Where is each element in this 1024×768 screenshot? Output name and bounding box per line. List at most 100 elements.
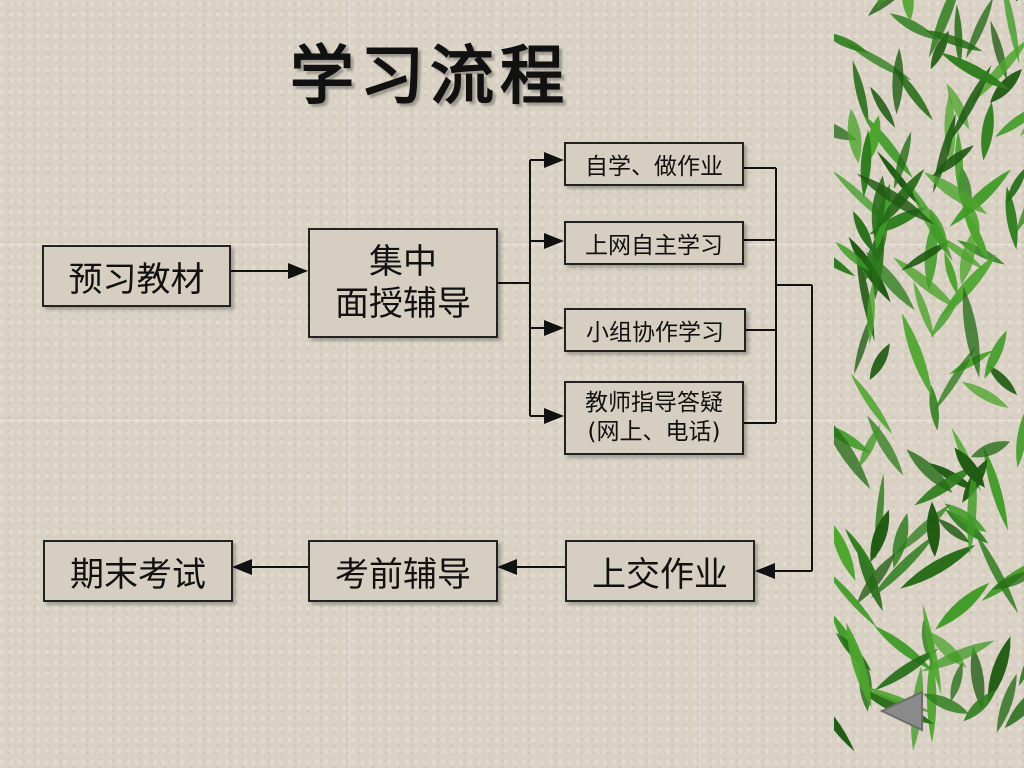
bamboo-leaf xyxy=(967,464,977,555)
bamboo-leaf xyxy=(995,103,1024,137)
bamboo-leaf xyxy=(987,636,1011,703)
bamboo-leaf xyxy=(965,0,994,59)
node-teacher: 教师指导答疑 (网上、电话) xyxy=(564,381,744,455)
bamboo-leaf xyxy=(867,0,920,17)
bamboo-leaf xyxy=(856,553,896,604)
bamboo-leaf xyxy=(981,102,994,161)
node-preview-label: 预习教材 xyxy=(68,259,205,300)
node-preview: 预习教材 xyxy=(42,245,231,307)
node-submit-homework-label: 上交作业 xyxy=(592,554,728,595)
bamboo-leaf xyxy=(984,330,1007,379)
bamboo-leaf xyxy=(975,532,1019,614)
bamboo-leaf xyxy=(954,131,963,196)
bamboo-leaf xyxy=(944,252,958,296)
bamboo-leaf xyxy=(867,282,875,344)
bamboo-leaf xyxy=(913,281,934,339)
node-final-exam-label: 期末考试 xyxy=(70,554,206,595)
node-tutoring: 集中 面授辅导 xyxy=(308,228,498,338)
bamboo-leaf xyxy=(834,237,856,277)
bamboo-leaf xyxy=(970,441,1011,458)
bamboo-decoration xyxy=(834,0,1024,752)
node-pre-exam-label: 考前辅导 xyxy=(335,554,471,595)
bamboo-leaf xyxy=(874,648,939,691)
bamboo-leaf xyxy=(963,690,996,722)
bamboo-leaf xyxy=(834,569,877,628)
bamboo-leaf xyxy=(1004,682,1024,728)
bamboo-leaf xyxy=(858,425,881,468)
bamboo-leaf xyxy=(944,503,987,533)
bamboo-leaf xyxy=(991,570,1024,590)
bamboo-leaf xyxy=(901,0,914,22)
bamboo-leaf xyxy=(938,236,984,270)
bamboo-leaf xyxy=(889,13,938,40)
node-group-study: 小组协作学习 xyxy=(564,308,746,352)
node-tutoring-line2: 面授辅导 xyxy=(335,284,471,324)
bamboo-leaf xyxy=(921,640,995,672)
bamboo-leaf xyxy=(949,169,1012,227)
bamboo-leaf xyxy=(929,384,939,431)
bamboo-leaf xyxy=(932,145,975,177)
bamboo-leaf xyxy=(924,30,983,52)
bamboo-leaf xyxy=(870,86,896,128)
bamboo-leaf xyxy=(856,544,883,612)
bamboo-leaf xyxy=(834,422,871,453)
bamboo-leaf xyxy=(961,381,1009,408)
bamboo-leaf xyxy=(935,582,990,630)
bamboo-leaf xyxy=(892,257,957,309)
bamboo-leaf xyxy=(835,241,870,271)
bamboo-leaf xyxy=(1016,410,1024,468)
node-group-study-label: 小组协作学习 xyxy=(586,320,724,346)
bamboo-leaf xyxy=(937,518,970,544)
bamboo-leaf xyxy=(844,528,878,578)
bamboo-leaf xyxy=(970,646,985,711)
bamboo-leaf xyxy=(834,410,871,490)
bamboo-leaf xyxy=(926,501,940,557)
bamboo-leaf xyxy=(856,173,934,225)
node-online-study-label: 上网自主学习 xyxy=(585,233,723,259)
bamboo-leaf xyxy=(847,108,862,164)
bamboo-leaf xyxy=(892,48,904,115)
bamboo-leaf xyxy=(846,623,872,708)
bamboo-leaf xyxy=(900,544,976,589)
bamboo-leaf xyxy=(850,373,893,435)
bamboo-leaf xyxy=(900,240,951,271)
bamboo-leaf xyxy=(954,447,985,488)
bamboo-leaf xyxy=(971,37,1024,103)
bamboo-leaf xyxy=(834,691,855,752)
bamboo-leaf xyxy=(934,346,976,412)
bamboo-leaf xyxy=(923,172,988,215)
node-teacher-line1: 教师指导答疑 xyxy=(585,390,723,417)
bamboo-leaf xyxy=(987,365,1018,396)
bamboo-leaf xyxy=(940,52,1010,90)
back-arrow-icon[interactable] xyxy=(880,690,924,732)
bamboo-leaf xyxy=(954,4,963,67)
node-tutoring-line1: 集中 xyxy=(369,241,437,282)
slide-title: 学习流程 xyxy=(290,40,570,114)
bamboo-leaf xyxy=(1002,0,1020,64)
node-online-study: 上网自主学习 xyxy=(564,221,744,265)
node-pre-exam: 考前辅导 xyxy=(308,540,498,602)
bamboo-leaf xyxy=(852,60,869,126)
node-submit-homework: 上交作业 xyxy=(565,540,755,602)
bamboo-leaf xyxy=(870,509,890,562)
bamboo-leaf xyxy=(852,211,874,252)
node-self-study: 自学、做作业 xyxy=(564,142,744,186)
bamboo-leaf xyxy=(940,254,997,318)
bamboo-leaf xyxy=(950,662,963,702)
bamboo-leaf xyxy=(870,534,936,599)
bamboo-leaf xyxy=(834,520,856,581)
bamboo-leaf xyxy=(906,449,953,493)
bamboo-leaf xyxy=(893,131,912,190)
bamboo-leaf xyxy=(922,603,942,695)
bamboo-leaf xyxy=(950,65,992,141)
node-teacher-line2: (网上、电话) xyxy=(587,419,721,445)
bamboo-leaf xyxy=(990,69,1022,103)
bamboo-leaf xyxy=(869,343,890,380)
bamboo-leaf xyxy=(962,207,990,262)
bamboo-leaf xyxy=(983,446,1008,531)
bamboo-leaf xyxy=(834,119,858,141)
bamboo-leaf xyxy=(996,673,1017,733)
node-self-study-label: 自学、做作业 xyxy=(585,154,723,180)
